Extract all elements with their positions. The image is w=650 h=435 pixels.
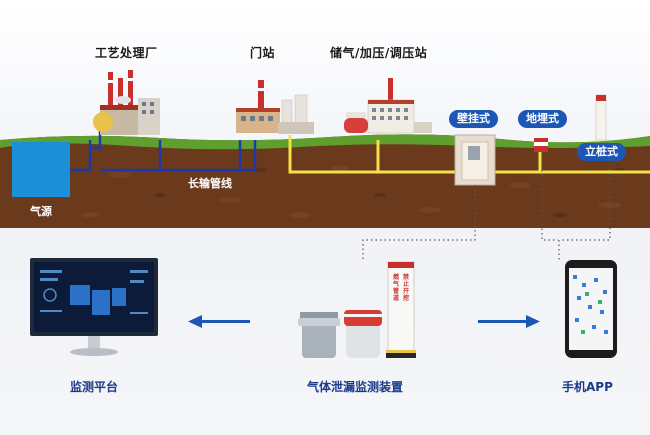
- label-wall: 壁挂式: [449, 110, 498, 128]
- factory-illustration: [93, 70, 160, 135]
- label-monitor: 监测平台: [70, 380, 119, 394]
- label-device: 气体泄漏监测装置: [307, 380, 404, 394]
- buried-device: [534, 138, 548, 152]
- device-illustrations: [298, 261, 416, 358]
- gas-source-pool: [12, 142, 70, 197]
- wall-mount-well: [454, 134, 496, 186]
- storage-station-illustration: [344, 78, 432, 134]
- signal-lines: [362, 152, 611, 262]
- pile-marker: [595, 94, 607, 141]
- flow-arrows: [188, 315, 540, 328]
- post-text-1: 燃气管道: [392, 274, 399, 302]
- post-text-2: 禁止开挖: [402, 274, 409, 302]
- label-app: 手机APP: [562, 380, 613, 394]
- label-gate: 门站: [250, 46, 276, 60]
- label-pile: 立桩式: [577, 143, 626, 161]
- yellow-pipeline: [288, 135, 650, 174]
- label-storage: 储气/加压/调压站: [330, 46, 428, 60]
- blue-pipeline: [70, 130, 257, 172]
- label-factory: 工艺处理厂: [95, 46, 158, 60]
- monitor-illustration: [30, 258, 158, 356]
- label-gas-source: 气源: [30, 205, 52, 218]
- phone-illustration: [565, 260, 617, 358]
- gate-station-illustration: [236, 80, 314, 134]
- label-pipeline: 长输管线: [188, 177, 232, 190]
- label-buried: 地埋式: [518, 110, 567, 128]
